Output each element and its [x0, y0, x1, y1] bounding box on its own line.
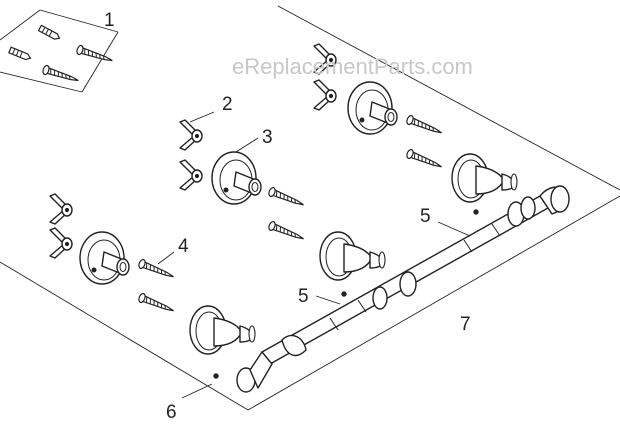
- screw-right-upper: [405, 114, 444, 138]
- callout-2: 2: [222, 94, 233, 115]
- anchor-clip-left-upper: [49, 193, 73, 225]
- assembly-plane-outline: [0, 5, 620, 411]
- anchor-clip-right-lower: [313, 79, 337, 111]
- screw-middle-lower: [267, 220, 306, 244]
- post-cover-left: [189, 305, 256, 355]
- callout-3: 3: [262, 127, 273, 148]
- set-screw-right: [473, 209, 479, 215]
- leader-lines: [157, 111, 471, 399]
- part-1-bounding-box: [0, 9, 119, 93]
- towel-bar-assembly: [236, 185, 570, 393]
- screw-left-upper: [137, 258, 176, 282]
- post-cover-middle: [319, 231, 386, 281]
- mounting-plate-right: [347, 81, 398, 135]
- screw-right-lower: [405, 148, 444, 172]
- callout-6: 6: [166, 402, 177, 423]
- callout-1: 1: [104, 10, 115, 31]
- mounting-plate-middle: [211, 151, 262, 205]
- set-screw-left: [213, 373, 219, 379]
- set-screw-middle: [341, 291, 347, 297]
- callout-5-left: 5: [298, 286, 309, 307]
- screw-left-lower: [137, 292, 176, 316]
- callout-7: 7: [460, 314, 471, 335]
- anchor-clip-middle-upper: [179, 119, 203, 151]
- post-cover-right: [451, 153, 518, 203]
- mounting-plate-left: [79, 231, 130, 285]
- anchor-clip-left-lower: [49, 227, 73, 259]
- watermark-text: eReplacementParts.com: [232, 54, 473, 79]
- part-1-screw-kit: [8, 24, 115, 86]
- callout-4: 4: [178, 236, 189, 257]
- callout-5-right: 5: [420, 206, 431, 227]
- screw-middle-upper: [267, 186, 306, 210]
- anchor-clip-middle-lower: [179, 159, 203, 191]
